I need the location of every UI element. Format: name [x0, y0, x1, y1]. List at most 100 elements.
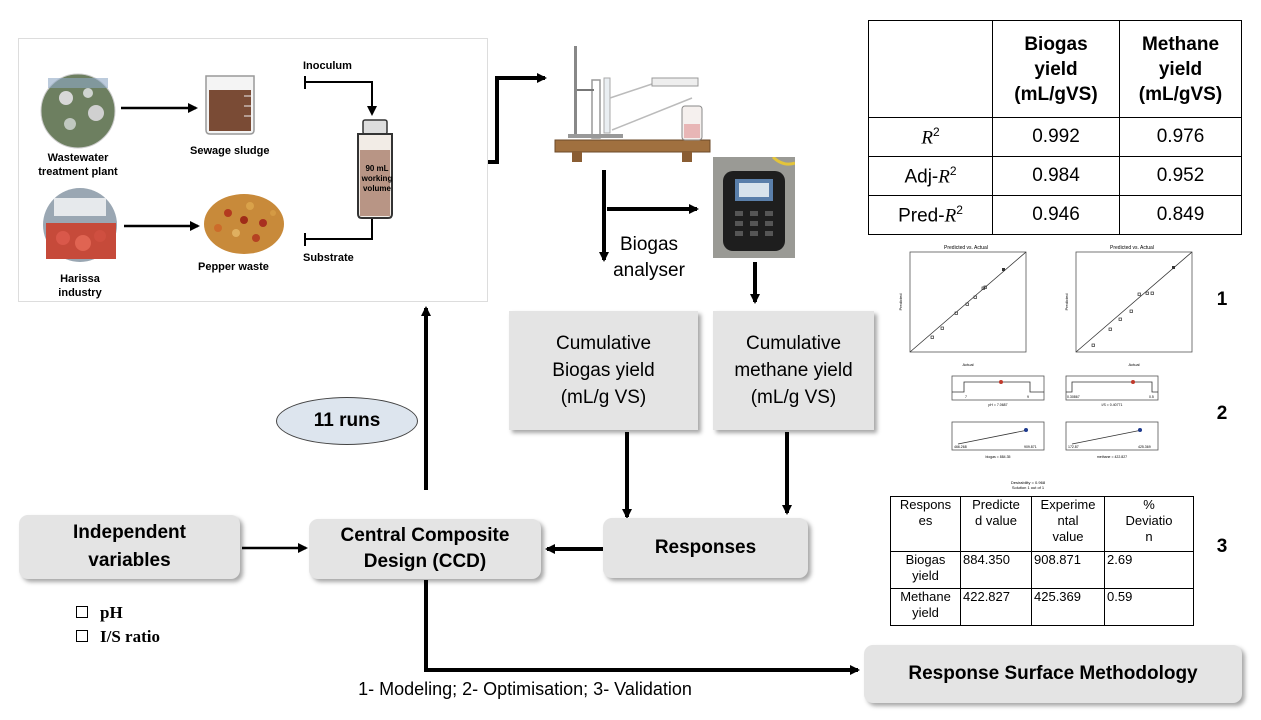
table-header-cell: Biogas yield (mL/gVS): [992, 20, 1120, 118]
table-cell: 908.871: [1031, 551, 1105, 589]
responses-box: Responses: [603, 518, 808, 578]
table-header-cell: Respons es: [890, 496, 961, 552]
plot2-title: Predicted vs. Actual: [1110, 245, 1154, 251]
table-header-row: Respons es Predicte d value Experime nta…: [890, 496, 1194, 552]
table-header-cell: Experime ntal value: [1031, 496, 1105, 552]
fit-statistics-table: Biogas yield (mL/gVS) Methane yield (mL/…: [868, 20, 1242, 235]
table-cell: 0.992: [992, 117, 1120, 157]
table-cell: 422.827: [960, 588, 1032, 626]
table-cell: 0.984: [992, 156, 1120, 196]
table-row: R2 0.992 0.976: [868, 117, 1242, 157]
rsm-box: Response Surface Methodology: [864, 645, 1242, 703]
table-cell: 0.849: [1119, 195, 1242, 235]
predicted-vs-actual-plot-methane: Predicted vs. Actual Actual Predicted: [1064, 245, 1193, 367]
desirability-caption: Desirability = 0.968 Solution 1 out of 1: [1010, 480, 1046, 490]
variables-list: pH I/S ratio: [76, 601, 160, 649]
svg-text:425.369: 425.369: [1138, 445, 1151, 449]
table-header-cell: % Deviatio n: [1104, 496, 1194, 552]
table-cell: Methane yield: [890, 588, 961, 626]
row-label: Pred-R2: [868, 195, 993, 235]
table-row: Methane yield 422.827 425.369 0.59: [890, 588, 1194, 626]
ramp-biogas: 466.268 909.871 biogas = 884.35: [951, 421, 1045, 459]
svg-text:0.30867: 0.30867: [1067, 395, 1080, 399]
cumulative-biogas-box: Cumulative Biogas yield (mL/g VS): [509, 311, 698, 430]
table-header-row: Biogas yield (mL/gVS) Methane yield (mL/…: [868, 20, 1242, 118]
plot1-y-axis-label: Predicted: [898, 294, 903, 311]
checkbox-square-icon: [76, 606, 88, 619]
cumulative-methane-box: Cumulative methane yield (mL/g VS): [713, 311, 874, 430]
ramp-methane-text: methane = 422.827: [1097, 455, 1127, 459]
predicted-vs-actual-plot-biogas: Predicted vs. Actual Actual Predicted: [898, 245, 1027, 367]
inoculum-feed-line: [304, 76, 377, 116]
svg-text:466.268: 466.268: [954, 445, 967, 449]
table-cell: Biogas yield: [890, 551, 961, 589]
steps-caption: 1- Modeling; 2- Optimisation; 3- Validat…: [358, 679, 692, 699]
pepper-waste-label: Pepper waste: [198, 261, 269, 273]
arrow-ccd-to-rsm: [424, 580, 860, 675]
plot1-x-axis-label: Actual: [962, 362, 973, 367]
svg-text:0.5: 0.5: [1149, 395, 1154, 399]
table-header-cell: Methane yield (mL/gVS): [1119, 20, 1242, 118]
table-row: Pred-R2 0.946 0.849: [868, 195, 1242, 235]
substrate-label: Substrate: [303, 252, 354, 264]
ramp-ph: 7 9 pH = 7.0687: [951, 375, 1045, 407]
side-number-3: 3: [1216, 536, 1228, 557]
responses-text: Responses: [654, 537, 757, 558]
ramp-biogas-text: biogas = 884.35: [985, 455, 1010, 459]
inoculum-label: Inoculum: [303, 60, 352, 72]
runs-ellipse: 11 runs: [276, 397, 418, 445]
table-cell: 425.369: [1031, 588, 1105, 626]
ramp-is: 0.30867 0.5 I/S = 0.40771: [1065, 375, 1159, 407]
table-cell: 2.69: [1104, 551, 1194, 589]
sewage-sludge-label: Sewage sludge: [190, 145, 270, 157]
validation-table: Respons es Predicte d value Experime nta…: [890, 496, 1194, 626]
ccd-box: Central Composite Design (CCD): [309, 519, 541, 579]
cumulative-methane-text: Cumulative methane yield (mL/g VS): [734, 333, 853, 408]
svg-text:7: 7: [965, 395, 967, 399]
reactor-bottle: [357, 119, 393, 219]
biogas-apparatus: [554, 46, 711, 162]
variable-item: pH: [76, 601, 160, 625]
runs-text: 11 runs: [313, 410, 381, 431]
side-number-2: 2: [1216, 403, 1228, 424]
bottle-volume-label: 90 mL working volume: [361, 164, 393, 193]
side-number-1: 1: [1216, 289, 1228, 310]
ramp-is-text: I/S = 0.40771: [1102, 403, 1123, 407]
pepper-waste-pile: [204, 194, 284, 254]
optimisation-ramps: 7 9 pH = 7.0687 0.30867 0.5 I/S = 0.4077…: [951, 375, 1159, 459]
table-cell: 0.946: [992, 195, 1120, 235]
plot1-title: Predicted vs. Actual: [944, 245, 988, 251]
table-cell: 0.976: [1119, 117, 1242, 157]
svg-text:172.87: 172.87: [1068, 445, 1079, 449]
ramp-ph-text: pH = 7.0687: [988, 403, 1007, 407]
plot2-x-axis-label: Actual: [1128, 362, 1139, 367]
row-label: Adj-R2: [868, 156, 993, 196]
row-label: R2: [868, 117, 993, 157]
independent-variables-text: Independent variables: [73, 522, 186, 571]
table-row: Adj-R2 0.984 0.952: [868, 156, 1242, 196]
ccd-text: Central Composite Design (CCD): [340, 525, 510, 572]
biogas-analyser-device: [713, 157, 795, 258]
independent-variables-box: Independent variables: [19, 515, 240, 579]
harissa-industry-photo: [43, 188, 117, 262]
wastewater-label: Wastewater treatment plant: [38, 152, 118, 178]
svg-text:9: 9: [1027, 395, 1029, 399]
ramp-methane: 172.87 425.369 methane = 422.827: [1065, 421, 1159, 459]
table-header-cell: Predicte d value: [960, 496, 1032, 552]
svg-text:909.871: 909.871: [1024, 445, 1037, 449]
table-cell: 884.350: [960, 551, 1032, 589]
checkbox-square-icon: [76, 630, 88, 643]
wastewater-plant-photo: [40, 73, 116, 149]
biogas-analyser-label: Biogas analyser: [613, 234, 685, 281]
table-cell: 0.952: [1119, 156, 1242, 196]
variable-item: I/S ratio: [76, 625, 160, 649]
table-row: Biogas yield 884.350 908.871 2.69: [890, 551, 1194, 589]
table-header-cell: [868, 20, 993, 118]
table-cell: 0.59: [1104, 588, 1194, 626]
plot2-y-axis-label: Predicted: [1064, 294, 1069, 311]
harissa-label: Harissa industry: [58, 273, 102, 299]
setup-illustration: [40, 73, 393, 262]
sewage-sludge-beaker: [205, 75, 255, 135]
